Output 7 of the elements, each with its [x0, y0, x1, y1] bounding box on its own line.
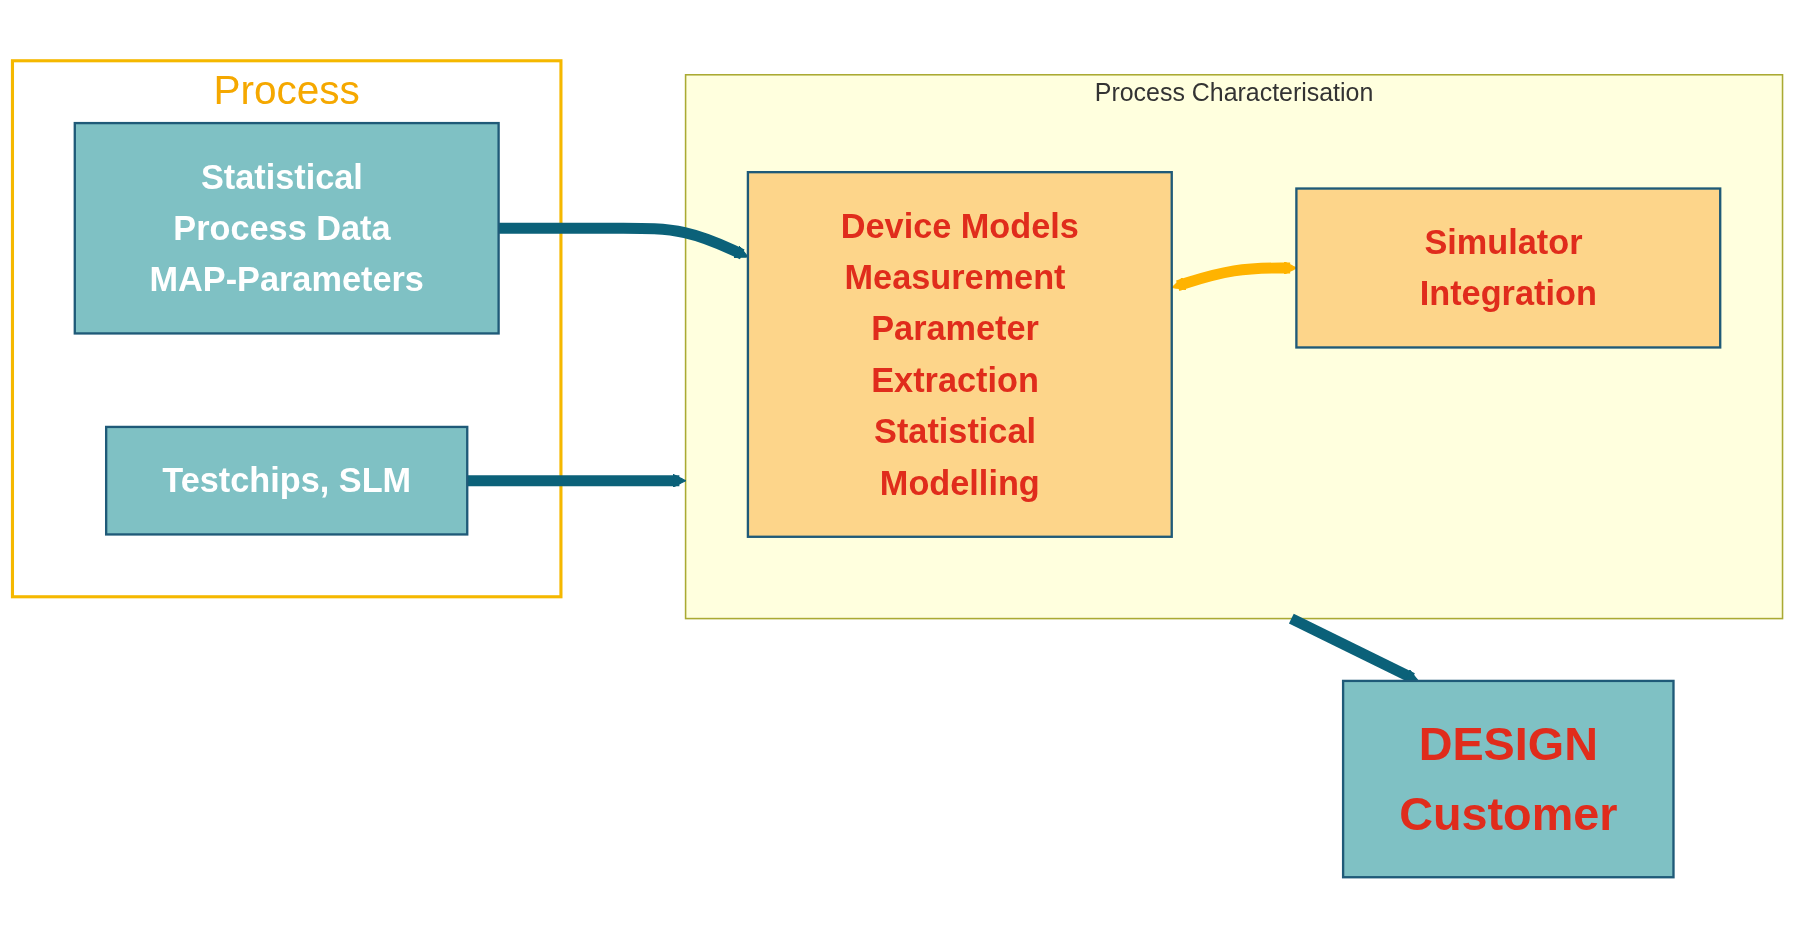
arrow	[467, 473, 687, 488]
arrow	[1171, 261, 1297, 291]
node-box: DESIGN Customer	[1341, 679, 1675, 879]
node-box: Simulator Integration	[1295, 187, 1722, 349]
node-box: Statistical Process Data MAP-Parameters	[73, 121, 500, 335]
node-box: Device Models Measurement Parameter Extraction Statistical Modelling	[746, 171, 1173, 538]
node-box: Testchips, SLM	[105, 425, 469, 536]
